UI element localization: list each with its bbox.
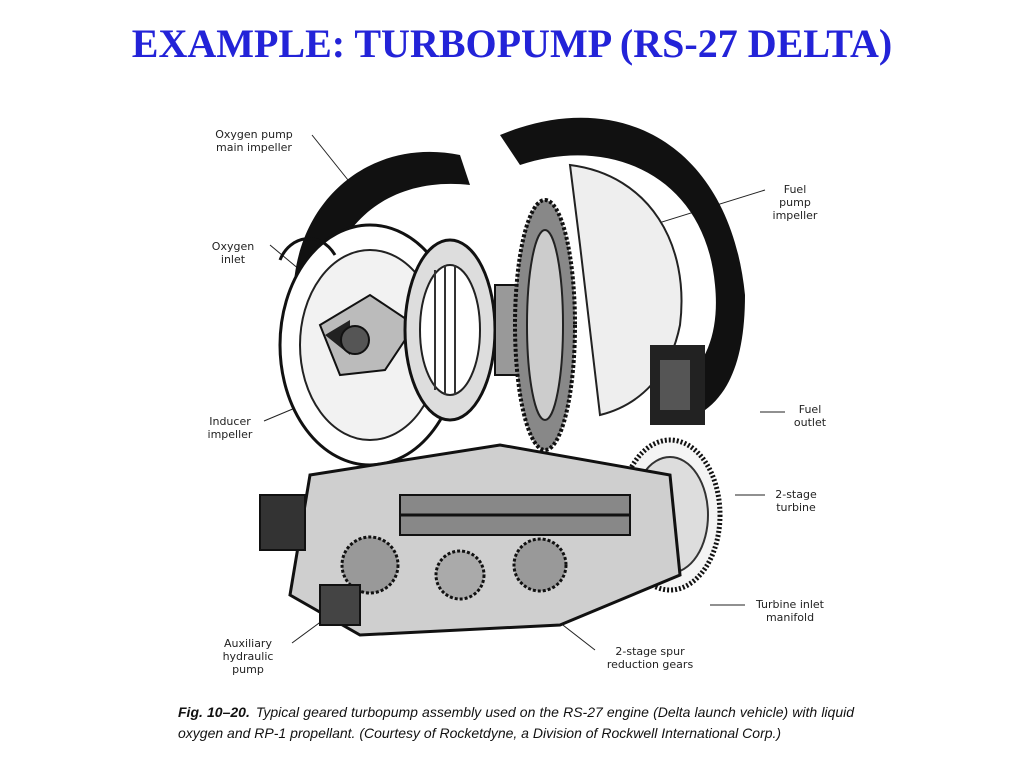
label-oxygen-inlet: Oxygen inlet: [211, 240, 255, 266]
main-gear: [513, 198, 577, 452]
slide-title: EXAMPLE: TURBOPUMP (RS-27 DELTA): [131, 21, 893, 66]
figure-caption: Fig. 10–20.Typical geared turbopump asse…: [178, 702, 854, 744]
turbopump-figure: Oxygen pump main impeller Oxygen inlet I…: [200, 95, 840, 685]
label-oxygen-pump-main-impeller: Oxygen pump main impeller: [215, 128, 293, 154]
gearbox-assembly: [259, 443, 682, 637]
label-fuel-pump-impeller: Fuel pump impeller: [772, 183, 818, 222]
label-inducer-impeller: Inducer impeller: [207, 415, 253, 441]
label-fuel-outlet: Fuel outlet: [793, 403, 827, 429]
fuel-pump-housing: [500, 117, 745, 426]
label-two-stage-turbine: 2-stage turbine: [775, 488, 817, 514]
label-turbine-inlet-manifold: Turbine inlet manifold: [756, 598, 824, 624]
label-two-stage-spur-reduction-gears: 2-stage spur reduction gears: [606, 645, 694, 671]
figure-caption-text: Typical geared turbopump assembly used o…: [178, 704, 855, 741]
turbopump-illustration: [259, 117, 785, 651]
figure-number: Fig. 10–20.: [178, 704, 250, 720]
label-auxiliary-hydraulic-pump: Auxiliary hydraulic pump: [222, 637, 274, 676]
